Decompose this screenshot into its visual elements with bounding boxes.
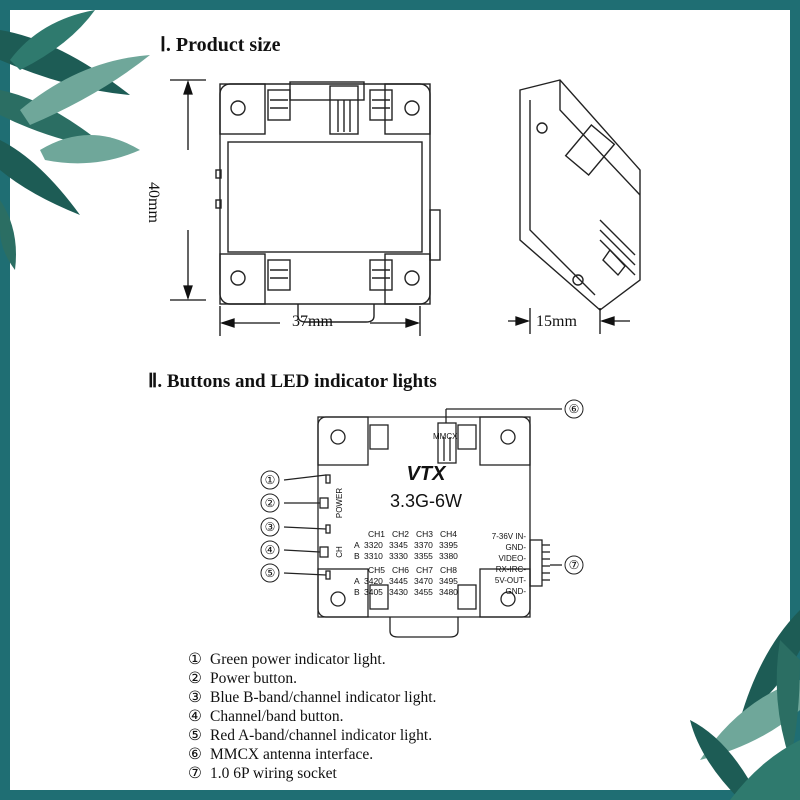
dimension-lines [170, 79, 630, 336]
pin-label: RX-IRC- [496, 565, 527, 574]
ch-value: 3480 [439, 587, 458, 597]
depth-dimension-label: 15mm [536, 313, 577, 330]
product-sheet: Ⅰ. Product size [10, 10, 790, 790]
pin-label: 5V-OUT- [495, 576, 526, 585]
callout-5: ⑤ [265, 566, 276, 580]
ch-header: CH4 [440, 529, 457, 539]
callout-6: ⑥ [569, 402, 580, 416]
ch-header: CH6 [392, 565, 409, 575]
legend-item: ⑥ MMCX antenna interface. [188, 745, 436, 764]
ch-header: CH1 [368, 529, 385, 539]
callout-4: ④ [265, 543, 276, 557]
legend-text: Power button. [210, 670, 297, 687]
legend-number: ⑦ [188, 765, 202, 782]
legend-number: ② [188, 670, 202, 687]
side-view-drawing [519, 79, 641, 311]
legend-number: ③ [188, 689, 202, 706]
callout-7: ⑦ [569, 558, 580, 572]
legend-text: 1.0 6P wiring socket [210, 765, 337, 782]
ch-value: 3320 [364, 540, 383, 550]
ch-header: CH5 [368, 565, 385, 575]
pin-label: GND- [506, 587, 527, 596]
vtx-model: 3.3G-6W [390, 491, 462, 511]
legend-item: ④ Channel/band button. [188, 707, 436, 726]
legend-text: Red A-band/channel indicator light. [210, 727, 433, 744]
legend-item: ② Power button. [188, 669, 436, 688]
callout-3: ③ [265, 520, 276, 534]
height-dimension-label: 40mm [145, 182, 162, 223]
ch-header: CH7 [416, 565, 433, 575]
legend-text: Green power indicator light. [210, 651, 386, 668]
ch-value: 3380 [439, 551, 458, 561]
ch-value: 3470 [414, 576, 433, 586]
ch-value: 3420 [364, 576, 383, 586]
product-size-title: Ⅰ. Product size [160, 34, 281, 56]
legend-number: ⑥ [188, 746, 202, 763]
width-dimension-label: 37mm [292, 313, 333, 330]
pin-label: VIDEO- [498, 554, 526, 563]
buttons-leds-title: Ⅱ. Buttons and LED indicator lights [148, 371, 437, 392]
band-label: B [354, 551, 360, 561]
legend-item: ⑦ 1.0 6P wiring socket [188, 764, 436, 783]
callout-1: ① [265, 473, 276, 487]
ch-value: 3310 [364, 551, 383, 561]
ch-value: 3355 [414, 551, 433, 561]
top-view-drawing [215, 81, 441, 323]
pin-labels: 7-36V IN- GND- VIDEO- RX-IRC- 5V-OUT- GN… [492, 532, 527, 596]
ch-button-label: CH [335, 546, 344, 558]
channel-table: CH1 CH2 CH3 CH4 A 3320 3345 3370 3395 B … [354, 529, 458, 597]
band-label: A [354, 540, 360, 550]
power-button-label: POWER [335, 488, 344, 518]
ch-header: CH8 [440, 565, 457, 575]
legend-text: Channel/band button. [210, 708, 344, 725]
ch-value: 3405 [364, 587, 383, 597]
legend-number: ④ [188, 708, 202, 725]
ch-value: 3395 [439, 540, 458, 550]
vtx-brand: VTX [407, 463, 448, 485]
ch-value: 3455 [414, 587, 433, 597]
band-label: B [354, 587, 360, 597]
legend-number: ① [188, 651, 202, 668]
device-front-drawing: ① ② ③ ④ ⑤ ⑥ ⑦ MMCX VTX 3.3G-6W POWER CH … [260, 399, 584, 638]
legend-list: ① Green power indicator light. ② Power but… [188, 650, 436, 783]
ch-header: CH3 [416, 529, 433, 539]
legend-text: Blue B-band/channel indicator light. [210, 689, 437, 706]
ch-header: CH2 [392, 529, 409, 539]
legend-text: MMCX antenna interface. [210, 746, 374, 763]
mmcx-label: MMCX [433, 432, 458, 441]
band-label: A [354, 576, 360, 586]
legend-item: ① Green power indicator light. [188, 650, 436, 669]
ch-value: 3495 [439, 576, 458, 586]
pin-label: GND- [506, 543, 527, 552]
ch-value: 3430 [389, 587, 408, 597]
ch-value: 3445 [389, 576, 408, 586]
pin-label: 7-36V IN- [492, 532, 527, 541]
ch-value: 3345 [389, 540, 408, 550]
legend-item: ⑤ Red A-band/channel indicator light. [188, 726, 436, 745]
ch-value: 3370 [414, 540, 433, 550]
ch-value: 3330 [389, 551, 408, 561]
callout-2: ② [265, 496, 276, 510]
legend-number: ⑤ [188, 727, 202, 744]
legend-item: ③ Blue B-band/channel indicator light. [188, 688, 436, 707]
